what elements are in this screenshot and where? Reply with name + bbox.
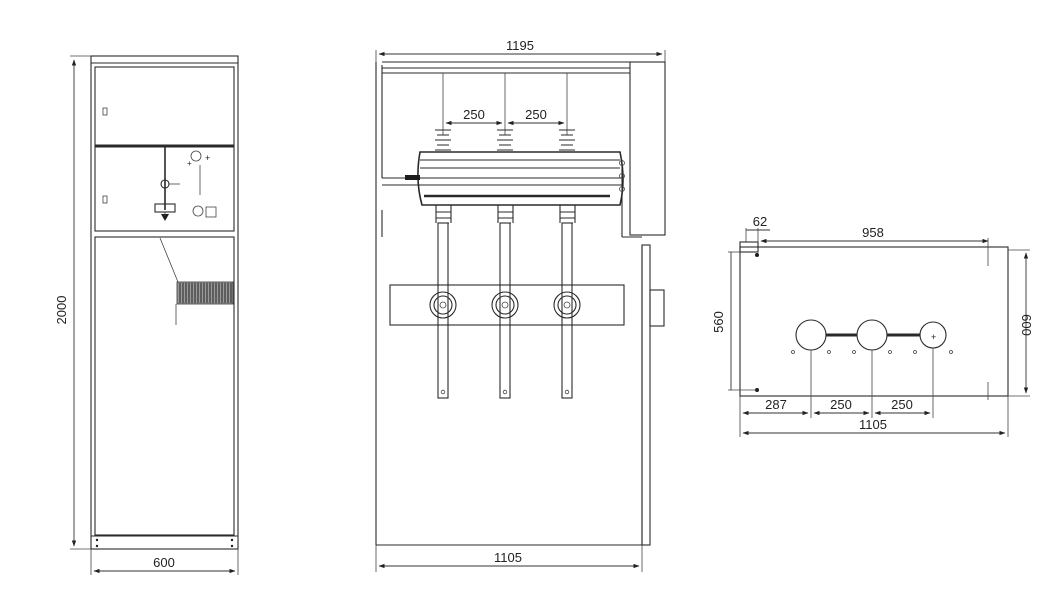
top-insulators [435, 129, 575, 151]
ventilation-grille [176, 281, 234, 305]
plan-inner-depth-label: 560 [711, 311, 726, 333]
side-top-width-label: 1195 [506, 38, 534, 53]
plan-span-label: 958 [862, 225, 884, 240]
lower-door [94, 236, 235, 536]
ct-support-beam [389, 284, 625, 326]
side-handle [649, 289, 665, 327]
plan-view: 62 958 560 600 + [711, 214, 1034, 437]
side-bottom-width-label: 1105 [494, 550, 522, 565]
door-handle-middle [102, 195, 108, 204]
side-view: 1195 250 250 [375, 38, 666, 572]
side-spacing-1-label: 250 [463, 107, 485, 122]
front-width-label: 600 [153, 555, 175, 570]
plan-left-offset-label: 287 [765, 397, 787, 412]
busbar-phase-2 [499, 222, 511, 399]
rear-compartment [629, 61, 666, 236]
svg-text:+: + [205, 153, 210, 163]
svg-text:+: + [187, 159, 192, 168]
svg-text:+: + [931, 332, 936, 342]
side-spacing-2-label: 250 [525, 107, 547, 122]
plan-outline [739, 246, 1009, 397]
plan-outer-depth-label: 600 [1019, 314, 1034, 336]
front-height-label: 2000 [54, 296, 69, 325]
busbar-phase-1 [437, 222, 449, 399]
current-transformers [429, 291, 581, 319]
cable-openings: + [791, 319, 953, 354]
mimic-diagram: + + [154, 146, 217, 221]
plan-offset-label: 62 [753, 214, 767, 229]
plan-pitch-1-label: 250 [830, 397, 852, 412]
operating-rod [405, 175, 420, 180]
plan-pitch-2-label: 250 [891, 397, 913, 412]
busbar-phase-3 [561, 222, 573, 399]
door-handle-upper [102, 107, 108, 116]
breaker-tank [417, 151, 624, 206]
lower-insulators [435, 205, 576, 224]
upper-door [94, 66, 235, 232]
front-view: + + 2000 600 [54, 55, 239, 575]
plan-total-width-label: 1105 [859, 417, 887, 432]
